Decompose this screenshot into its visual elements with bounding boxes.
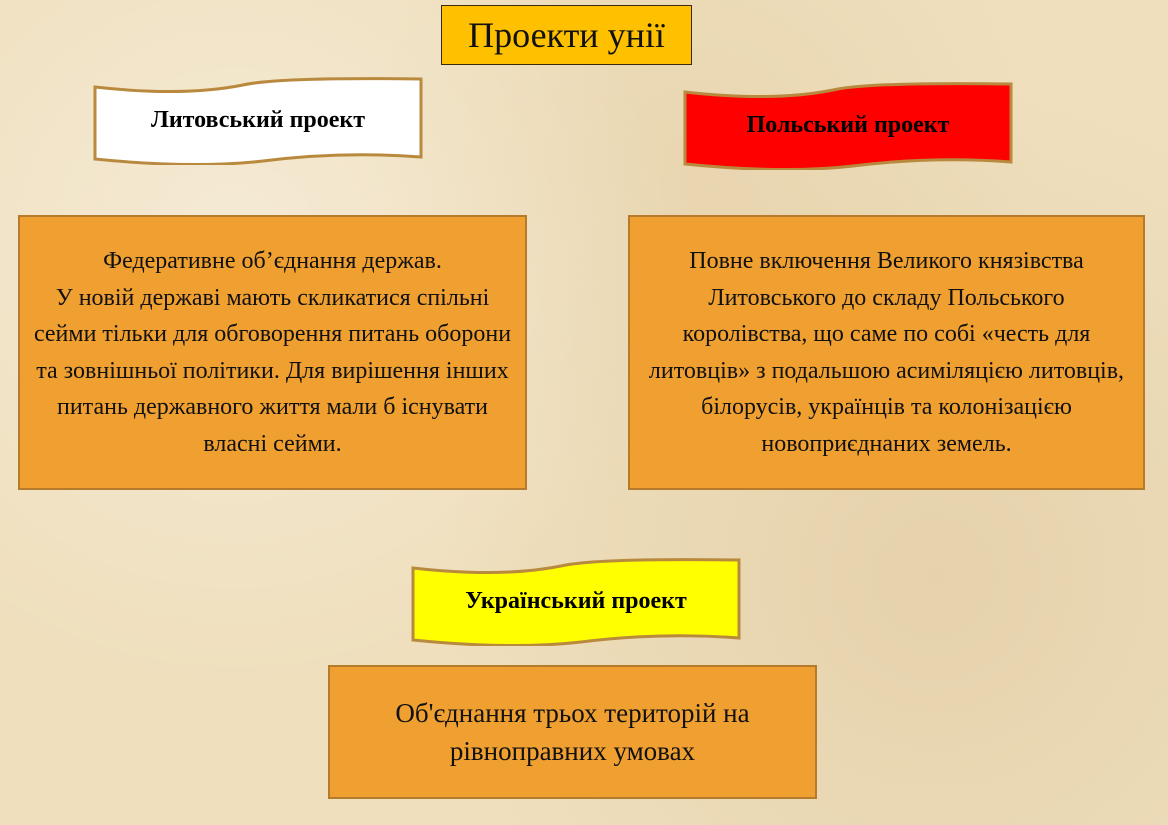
ukrainian-project-description: Об'єднання трьох територій на рівноправн… (328, 665, 817, 799)
banner-polish-project: Польський проект (683, 80, 1013, 170)
polish-project-description: Повне включення Великого князівства Лито… (628, 215, 1145, 490)
slide-title: Проекти унії (441, 5, 692, 65)
lithuanian-project-description: Федеративне об’єднання держав. У новій д… (18, 215, 527, 490)
banner-label: Литовський проект (150, 106, 366, 133)
banner-lithuanian-project: Литовський проект (93, 75, 423, 165)
banner-label: Український проект (465, 587, 687, 614)
banner-ukrainian-project: Український проект (411, 556, 741, 646)
banner-shape (93, 77, 423, 165)
banner-shape (683, 82, 1013, 170)
banner-shape (411, 558, 741, 646)
banner-label: Польський проект (746, 111, 950, 138)
